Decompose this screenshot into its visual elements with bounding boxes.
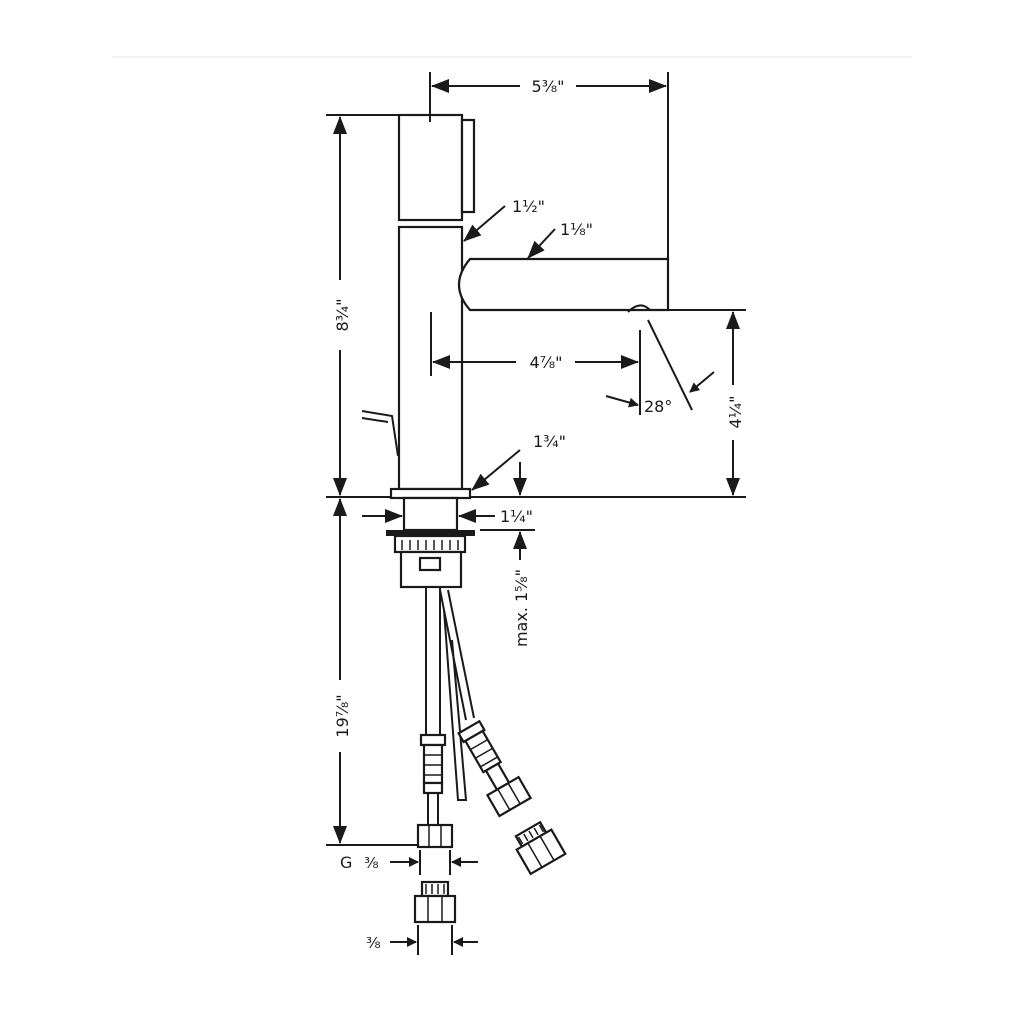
- adapter-nut-1: [413, 894, 457, 924]
- popup-rod: [361, 410, 399, 457]
- dim-shank-diameter: 1¹⁄₄": [500, 507, 533, 526]
- dim-base-diameter: 1³⁄₄": [533, 432, 566, 451]
- dim-thread-prefix: G: [340, 853, 352, 872]
- faucet-handle: [397, 113, 464, 222]
- shank: [402, 496, 459, 532]
- spout-aerator: [627, 304, 651, 313]
- dim-spout-diameter: 1¹⁄₈": [560, 220, 593, 239]
- dim-height-total: 8³⁄₄": [333, 298, 352, 331]
- set-screw: [418, 556, 442, 572]
- base-flange: [389, 487, 472, 500]
- hose-nut-2: [485, 775, 533, 818]
- dim-max-deck: max. 1⁵⁄₈": [512, 569, 531, 647]
- adapter-nut-2: [515, 828, 567, 876]
- faucet-outline: [361, 113, 670, 589]
- mounting-nut: [393, 534, 467, 554]
- mounting-washer: [386, 530, 475, 536]
- dim-spout-height: 4¹⁄₄": [726, 395, 745, 428]
- hose-nut-1: [416, 823, 454, 849]
- dim-thread-size: ³⁄₈: [364, 854, 379, 872]
- dimension-lines: [326, 72, 746, 955]
- faucet-spout: [457, 257, 670, 312]
- dim-body-diameter: 1¹⁄₂": [512, 197, 545, 216]
- dim-reach-total: 5³⁄₈": [531, 77, 564, 96]
- dim-spout-angle: 28°: [644, 397, 672, 416]
- dim-spout-reach: 4⁷⁄₈": [529, 353, 562, 372]
- supply-hoses: [413, 587, 567, 924]
- dim-thread-size-2: ³⁄₈: [366, 934, 381, 952]
- dim-hose-length: 19⁷⁄₈": [333, 694, 352, 737]
- handle-side-plate: [460, 118, 476, 214]
